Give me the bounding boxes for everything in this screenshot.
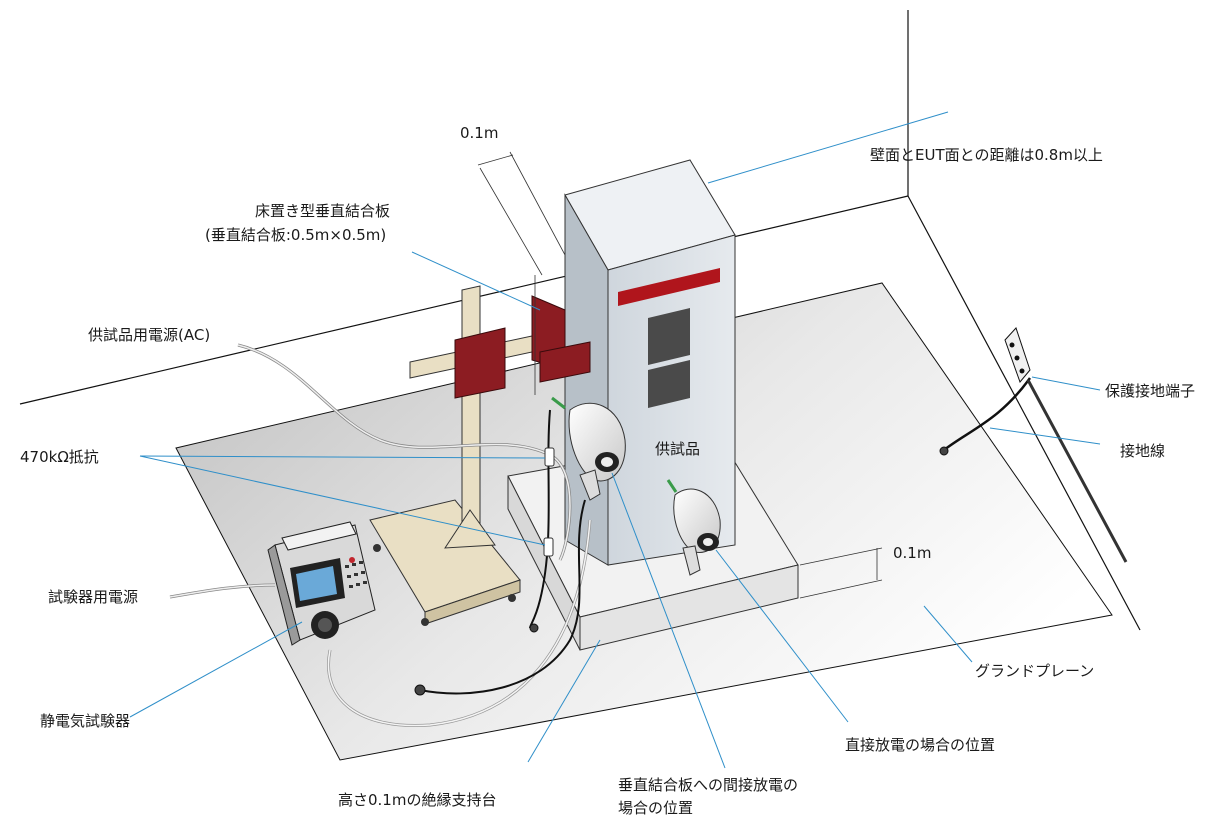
label-wall-distance: 壁面とEUT面との距離は0.8m以上: [870, 146, 1103, 164]
label-dim-right: 0.1m: [893, 544, 931, 562]
dimension-marks: [477, 151, 883, 599]
label-resistor: 470kΩ抵抗: [20, 448, 99, 466]
esd-gun-icon: [666, 479, 721, 576]
label-ground-plane: グランドプレーン: [975, 662, 1094, 680]
eut-window-top: [648, 308, 690, 365]
eut-window-bottom: [648, 360, 690, 408]
cables: [169, 343, 1032, 728]
label-support: 高さ0.1mの絶縁支持台: [338, 791, 496, 809]
label-esd-tester: 静電気試験器: [40, 712, 130, 730]
label-ground-wire: 接地線: [1120, 442, 1165, 460]
eut-stripe: [618, 268, 720, 306]
esd-tester-icon: [267, 521, 376, 646]
label-eut: 供試品: [655, 440, 700, 458]
label-vcp-size: (垂直結合板:0.5m×0.5m): [205, 226, 386, 244]
labels: 0.1m 壁面とEUT面との距離は0.8m以上 床置き型垂直結合板 (垂直結合板…: [20, 124, 1195, 817]
eut-cabinet: [564, 159, 736, 566]
label-dim-top: 0.1m: [460, 124, 498, 142]
vcp-stand: [369, 285, 561, 626]
esd-gun-icon: [551, 396, 626, 501]
leader-lines: [129, 111, 1101, 769]
resistor-icon: [543, 447, 555, 557]
label-direct-discharge: 直接放電の場合の位置: [845, 736, 995, 754]
vertical-coupling-plate: [454, 275, 591, 399]
label-tester-power: 試験器用電源: [48, 588, 138, 606]
label-indirect-line1: 垂直結合板への間接放電の: [618, 776, 798, 794]
ground-terminal-icon: [1004, 327, 1128, 563]
label-eut-power: 供試品用電源(AC): [88, 326, 210, 344]
label-vcp-title: 床置き型垂直結合板: [255, 202, 390, 220]
label-indirect-line2: 場合の位置: [618, 799, 693, 817]
label-ground-terminal: 保護接地端子: [1105, 382, 1195, 400]
